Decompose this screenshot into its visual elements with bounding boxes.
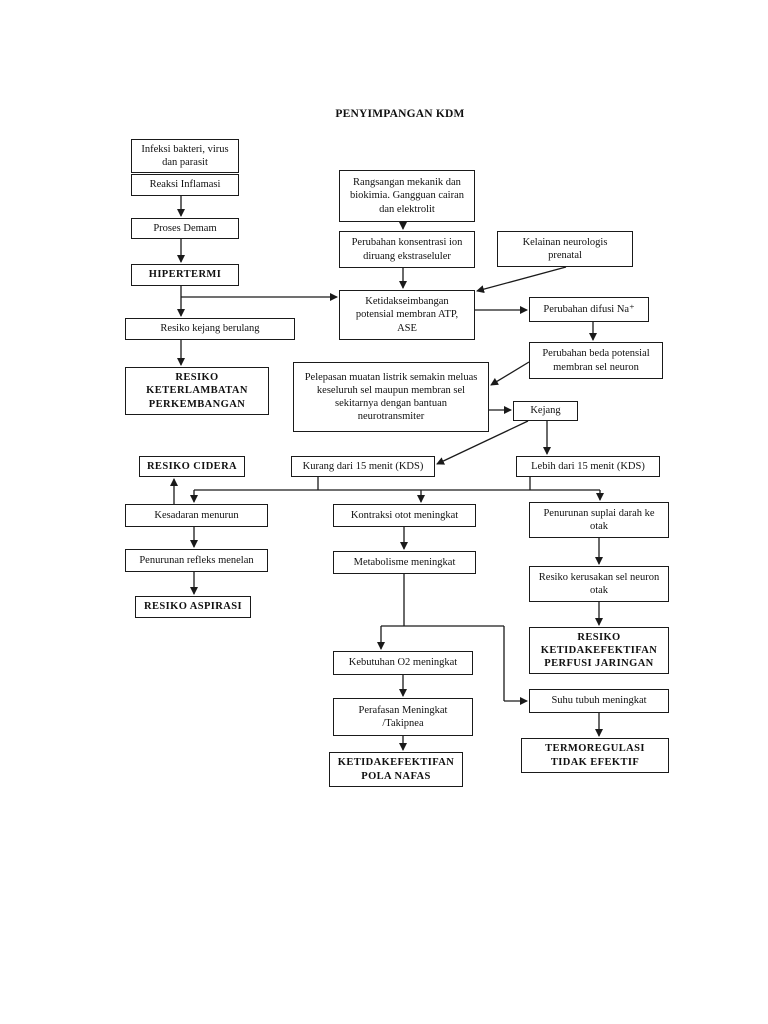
box-kebutuhan-o2: Kebutuhan O2 meningkat — [333, 651, 473, 675]
box-kejang: Kejang — [513, 401, 578, 421]
connector — [490, 361, 530, 386]
diagram-title: PENYIMPANGAN KDM — [335, 108, 465, 120]
box-proses-demam: Proses Demam — [131, 218, 239, 239]
box-termoregulasi: TERMOREGULASI TIDAK EFEKTIF — [521, 738, 669, 773]
box-resiko-kerusakan: Resiko kerusakan sel neuron otak — [529, 566, 669, 602]
box-kelainan-neurologis: Kelainan neurologis prenatal — [497, 231, 633, 267]
box-resiko-perfusi-jaringan: RESIKO KETIDAKEFEKTIFAN PERFUSI JARINGAN — [529, 627, 669, 674]
box-pola-nafas: KETIDAKEFEKTIFAN POLA NAFAS — [329, 752, 463, 787]
box-perubahan-beda-potensial: Perubahan beda potensial membran sel neu… — [529, 342, 663, 379]
connector — [436, 420, 529, 465]
box-resiko-keterlambatan-perkembangan: RESIKO KETERLAMBATAN PERKEMBANGAN — [125, 367, 269, 415]
box-metabolisme: Metabolisme meningkat — [333, 551, 476, 574]
box-ketidakseimbangan: Ketidakseimbangan potensial membran ATP,… — [339, 290, 475, 340]
box-suhu-tubuh: Suhu tubuh meningkat — [529, 689, 669, 713]
box-rangsangan: Rangsangan mekanik dan biokimia. Ganggua… — [339, 170, 475, 222]
box-hipertermi: HIPERTERMI — [131, 264, 239, 286]
box-reaksi-inflamasi: Reaksi Inflamasi — [131, 174, 239, 196]
box-lebih-15-menit: Lebih dari 15 menit (KDS) — [516, 456, 660, 477]
box-penurunan-refleks: Penurunan refleks menelan — [125, 549, 268, 572]
box-infeksi: Infeksi bakteri, virus dan parasit — [131, 139, 239, 173]
box-perafasan: Perafasan Meningkat /Takipnea — [333, 698, 473, 736]
box-perubahan-difusi: Perubahan difusi Na⁺ — [529, 297, 649, 322]
box-pelepasan-muatan: Pelepasan muatan listrik semakin meluas … — [293, 362, 489, 432]
box-resiko-cidera: RESIKO CIDERA — [139, 456, 245, 477]
connector — [476, 266, 567, 294]
box-perubahan-konsentrasi: Perubahan konsentrasi ion diruang ekstra… — [339, 231, 475, 268]
box-penurunan-suplai: Penurunan suplai darah ke otak — [529, 502, 669, 538]
box-resiko-aspirasi: RESIKO ASPIRASI — [135, 596, 251, 618]
box-resiko-kejang-berulang: Resiko kejang berulang — [125, 318, 295, 340]
box-kurang-15-menit: Kurang dari 15 menit (KDS) — [291, 456, 435, 477]
box-kontraksi-otot: Kontraksi otot meningkat — [333, 504, 476, 527]
box-kesadaran-menurun: Kesadaran menurun — [125, 504, 268, 527]
